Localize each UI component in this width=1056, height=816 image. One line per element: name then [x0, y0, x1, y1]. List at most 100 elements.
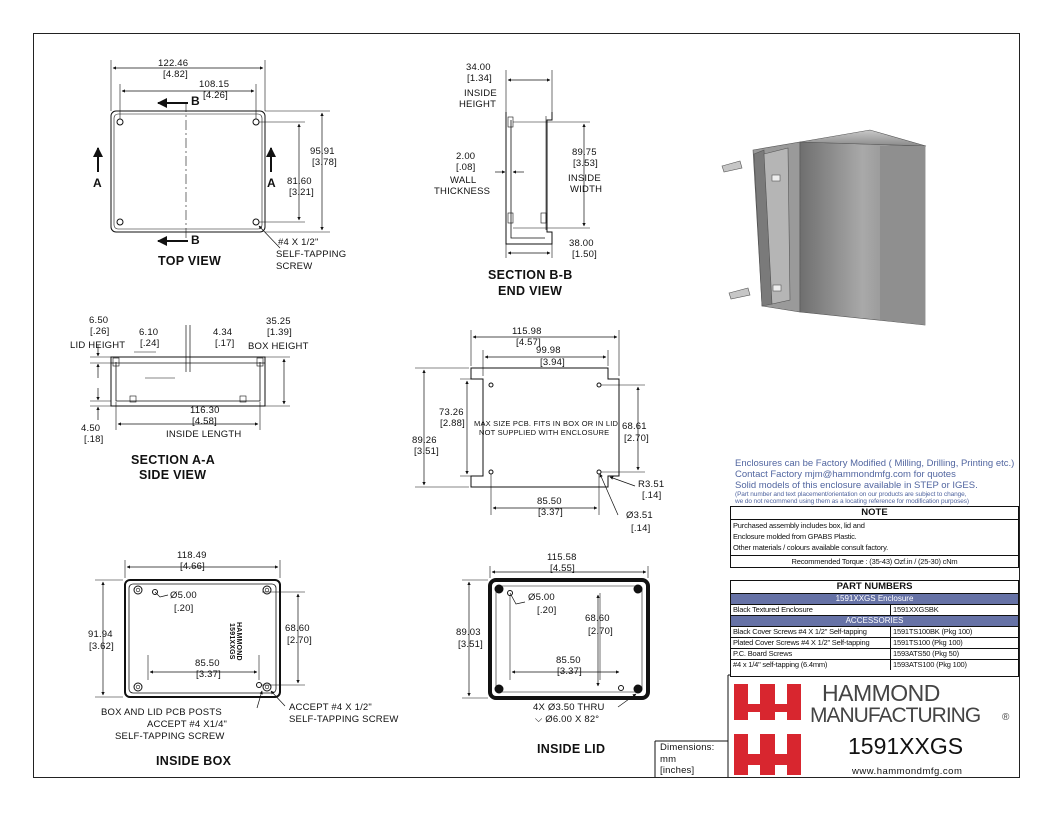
units-label: [inches]: [660, 765, 695, 776]
part-desc: Black Cover Screws #4 X 1/2" Self-tappin…: [731, 627, 891, 637]
info-line: Contact Factory mjm@hammondmfg.com for q…: [735, 469, 956, 480]
dim-label: [.18]: [84, 434, 104, 445]
view-title: SECTION A-A: [131, 453, 216, 467]
dim-label: 95.91: [310, 146, 335, 157]
dim-label: 68.60: [585, 613, 610, 624]
registered-mark: ®: [1002, 712, 1010, 723]
dim-label: [.17]: [215, 338, 235, 349]
hammond-logo-mark: [734, 684, 801, 775]
dim-label: [2.70]: [624, 433, 649, 444]
note-line: #4 X 1/2": [278, 237, 319, 248]
dim-label: 34.00: [466, 62, 491, 73]
dim-label: WALL: [450, 175, 477, 186]
inside-lid-drawing: [462, 566, 650, 708]
dim-label: 4.50: [81, 423, 101, 434]
part-desc: P.C. Board Screws: [731, 649, 891, 659]
dim-label: [.08]: [456, 162, 476, 173]
drawing-frame: [33, 33, 1020, 778]
dim-label: 99.98: [536, 345, 561, 356]
dim-label: [.14]: [642, 490, 662, 501]
note-line: ACCEPT #4 X1/4": [147, 719, 228, 730]
dim-label: [.26]: [90, 326, 110, 337]
note-line: SELF-TAPPING: [276, 249, 347, 260]
dim-label: 2.00: [456, 151, 476, 162]
dim-label: [3.51]: [414, 446, 439, 457]
torque-note: Recommended Torque : (35-43) Ozf.in / (2…: [730, 555, 1019, 568]
table-row: Black Textured Enclosure 1591XXGSBK: [731, 605, 1018, 616]
section-bb-drawing: [495, 70, 590, 258]
dim-label: [3.37]: [196, 669, 221, 680]
table-row: Plated Cover Screws #4 X 1/2" Self-tappi…: [731, 638, 1018, 649]
dim-label: 89.26: [412, 435, 437, 446]
note-line: Purchased assembly includes box, lid and: [733, 521, 865, 530]
dim-label: R3.51: [638, 479, 665, 490]
dim-label: 89.03: [456, 627, 481, 638]
table-row: Black Cover Screws #4 X 1/2" Self-tappin…: [731, 627, 1018, 638]
dim-label: 116.30: [190, 405, 220, 416]
units-label: mm: [660, 754, 677, 765]
note-line: 4X Ø3.50 THRU: [533, 702, 605, 713]
part-desc: Black Textured Enclosure: [731, 605, 891, 615]
view-title: END VIEW: [498, 284, 563, 298]
enclosure-band: 1591XXGS Enclosure: [731, 594, 1018, 605]
dim-label: 35.25: [266, 316, 291, 327]
note-line: BOX AND LID PCB POSTS: [101, 707, 222, 718]
dim-label: 4.34: [213, 327, 233, 338]
section-aa-drawing: [90, 325, 290, 430]
inside-box-drawing: [95, 560, 305, 709]
dim-label: 91.94: [88, 629, 113, 640]
dim-label: 38.00: [569, 238, 594, 249]
part-desc: #4 x 1/4" self-tapping (6.4mm): [731, 660, 891, 670]
dim-label: [3.62]: [89, 641, 114, 652]
dim-label: [4.55]: [550, 563, 575, 574]
dim-label: [4.66]: [180, 561, 205, 572]
part-number: 1593ATS50 (Pkg 50): [893, 649, 959, 658]
view-title: INSIDE BOX: [156, 754, 232, 768]
dim-label: [3.94]: [540, 357, 565, 368]
dim-label: [4.26]: [203, 90, 228, 101]
dim-label: [3.53]: [573, 158, 598, 169]
dim-label: [3.78]: [312, 157, 337, 168]
info-fine-print: (Part number and text placement/orientat…: [735, 491, 967, 498]
dim-label: [1.39]: [267, 327, 292, 338]
part-number: 1591XXGSBK: [893, 605, 939, 614]
model-number: 1591XXGS: [848, 733, 964, 759]
pcb-note: MAX SIZE PCB. FITS IN BOX OR IN LID: [474, 419, 619, 428]
section-mark: B: [191, 233, 200, 247]
pcb-outline-drawing: [415, 330, 645, 516]
info-fine-print: we do not recommend using them as a loca…: [735, 498, 969, 505]
dim-label: 6.10: [139, 327, 159, 338]
view-title: INSIDE LID: [537, 742, 606, 756]
note-title: NOTE: [731, 507, 1018, 520]
logo-line-1: HAMMOND: [822, 680, 940, 706]
dim-label: WIDTH: [570, 184, 603, 195]
dim-label: [4.82]: [163, 69, 188, 80]
dim-label: 85.50: [556, 655, 581, 666]
section-mark: A: [93, 176, 102, 190]
units-label: Dimensions:: [660, 742, 715, 753]
dim-label: 115.98: [512, 326, 542, 337]
dim-label: Ø5.00: [528, 592, 555, 603]
dim-label: [4.58]: [192, 416, 217, 427]
part-numbers-table: PART NUMBERS 1591XXGS Enclosure Black Te…: [730, 580, 1019, 677]
dim-label: 115.58: [547, 552, 577, 563]
dim-label: [1.34]: [467, 73, 492, 84]
dim-label: INSIDE: [464, 88, 497, 99]
note-line: SCREW: [276, 261, 313, 272]
dim-label: [2.70]: [287, 635, 312, 646]
dim-label: 118.49: [177, 550, 207, 561]
dim-label: INSIDE: [568, 173, 601, 184]
dim-label: [3.37]: [557, 666, 582, 677]
dim-label: [4.57]: [516, 337, 541, 348]
dim-label: [2.88]: [440, 418, 465, 429]
section-mark: B: [191, 94, 200, 108]
logo-line-2: MANUFACTURING: [810, 704, 981, 727]
dim-label: INSIDE LENGTH: [166, 429, 242, 440]
dim-label: 108.15: [199, 79, 230, 90]
part-number: 1593ATS100 (Pkg 100): [893, 660, 967, 669]
dim-label: 68.60: [285, 623, 310, 634]
top-view-drawing: [93, 60, 330, 249]
note-line: Other materials / colours available cons…: [733, 543, 888, 552]
dim-label: 68.61: [622, 421, 647, 432]
